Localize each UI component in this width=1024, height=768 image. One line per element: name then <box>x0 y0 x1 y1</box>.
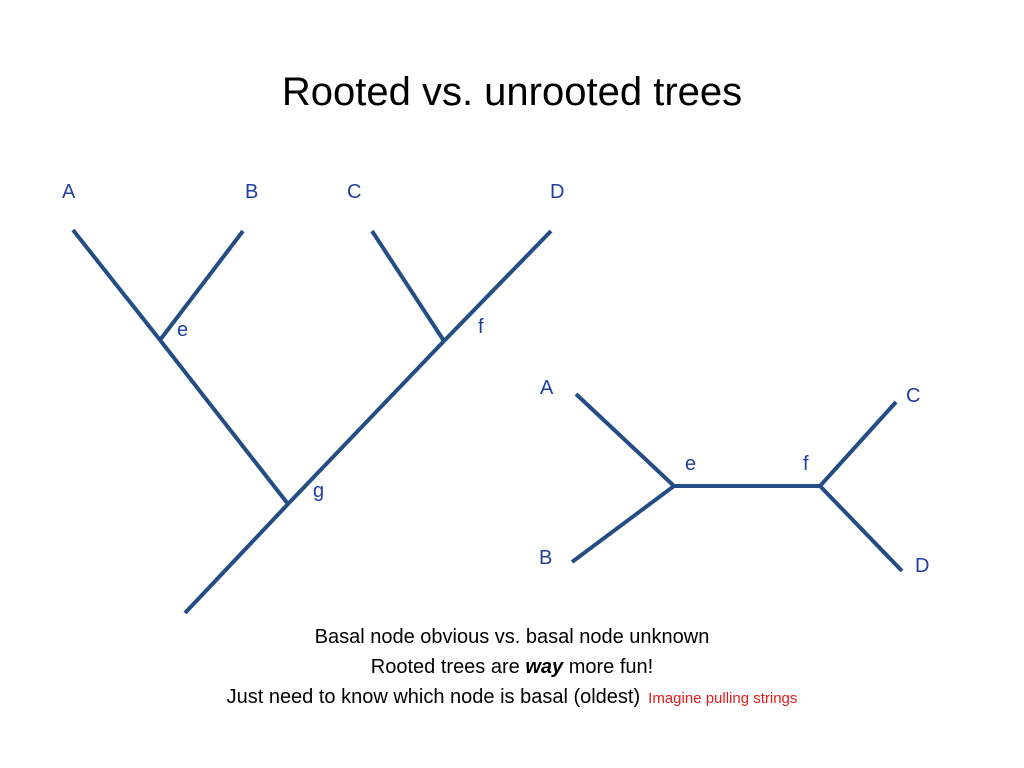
branch-f-c-unrooted <box>818 400 898 488</box>
branch-e-b <box>158 229 245 342</box>
side-note: Imagine pulling strings <box>648 690 798 707</box>
branch-g-e <box>158 338 290 506</box>
caption-block: Basal node obvious vs. basal node unknow… <box>0 622 1024 714</box>
unrooted-tip-d-label: D <box>915 555 930 577</box>
unrooted-node-e-label: e <box>685 453 697 475</box>
branch-g-f <box>286 339 446 506</box>
caption-emphasis: way <box>525 656 564 678</box>
branch-e-a <box>71 228 162 342</box>
caption-line-3: Just need to know which node is basal (o… <box>0 682 1024 714</box>
branch-f-c <box>370 229 446 343</box>
rooted-tip-a-label: A <box>62 181 76 203</box>
caption-line-2: Rooted trees are way more fun! <box>0 652 1024 682</box>
rooted-node-e-label: e <box>177 319 189 341</box>
branch-f-d-unrooted <box>818 484 904 573</box>
caption-line-3-text: Just need to know which node is basal (o… <box>226 686 641 708</box>
rooted-node-f-label: f <box>478 316 484 338</box>
rooted-node-g-label: g <box>313 480 325 502</box>
caption-line-2-suffix: more fun! <box>563 656 654 678</box>
unrooted-tip-b-label: B <box>539 547 553 569</box>
unrooted-tree <box>570 392 904 573</box>
caption-line-2-prefix: Rooted trees are <box>370 656 526 678</box>
rooted-tip-c-label: C <box>347 181 362 203</box>
branch-root-g <box>183 502 290 615</box>
branch-f-d <box>442 229 553 343</box>
unrooted-tip-a-label: A <box>540 377 554 399</box>
unrooted-tip-c-label: C <box>906 385 921 407</box>
slide-title: Rooted vs. unrooted trees <box>281 70 743 114</box>
caption-line-1: Basal node obvious vs. basal node unknow… <box>314 626 710 648</box>
rooted-tip-b-label: B <box>245 181 259 203</box>
unrooted-node-f-label: f <box>803 453 809 475</box>
rooted-tip-d-label: D <box>550 181 565 203</box>
rooted-tree <box>71 228 553 615</box>
branch-e-a-unrooted <box>574 392 676 488</box>
branch-e-b-unrooted <box>570 484 676 564</box>
